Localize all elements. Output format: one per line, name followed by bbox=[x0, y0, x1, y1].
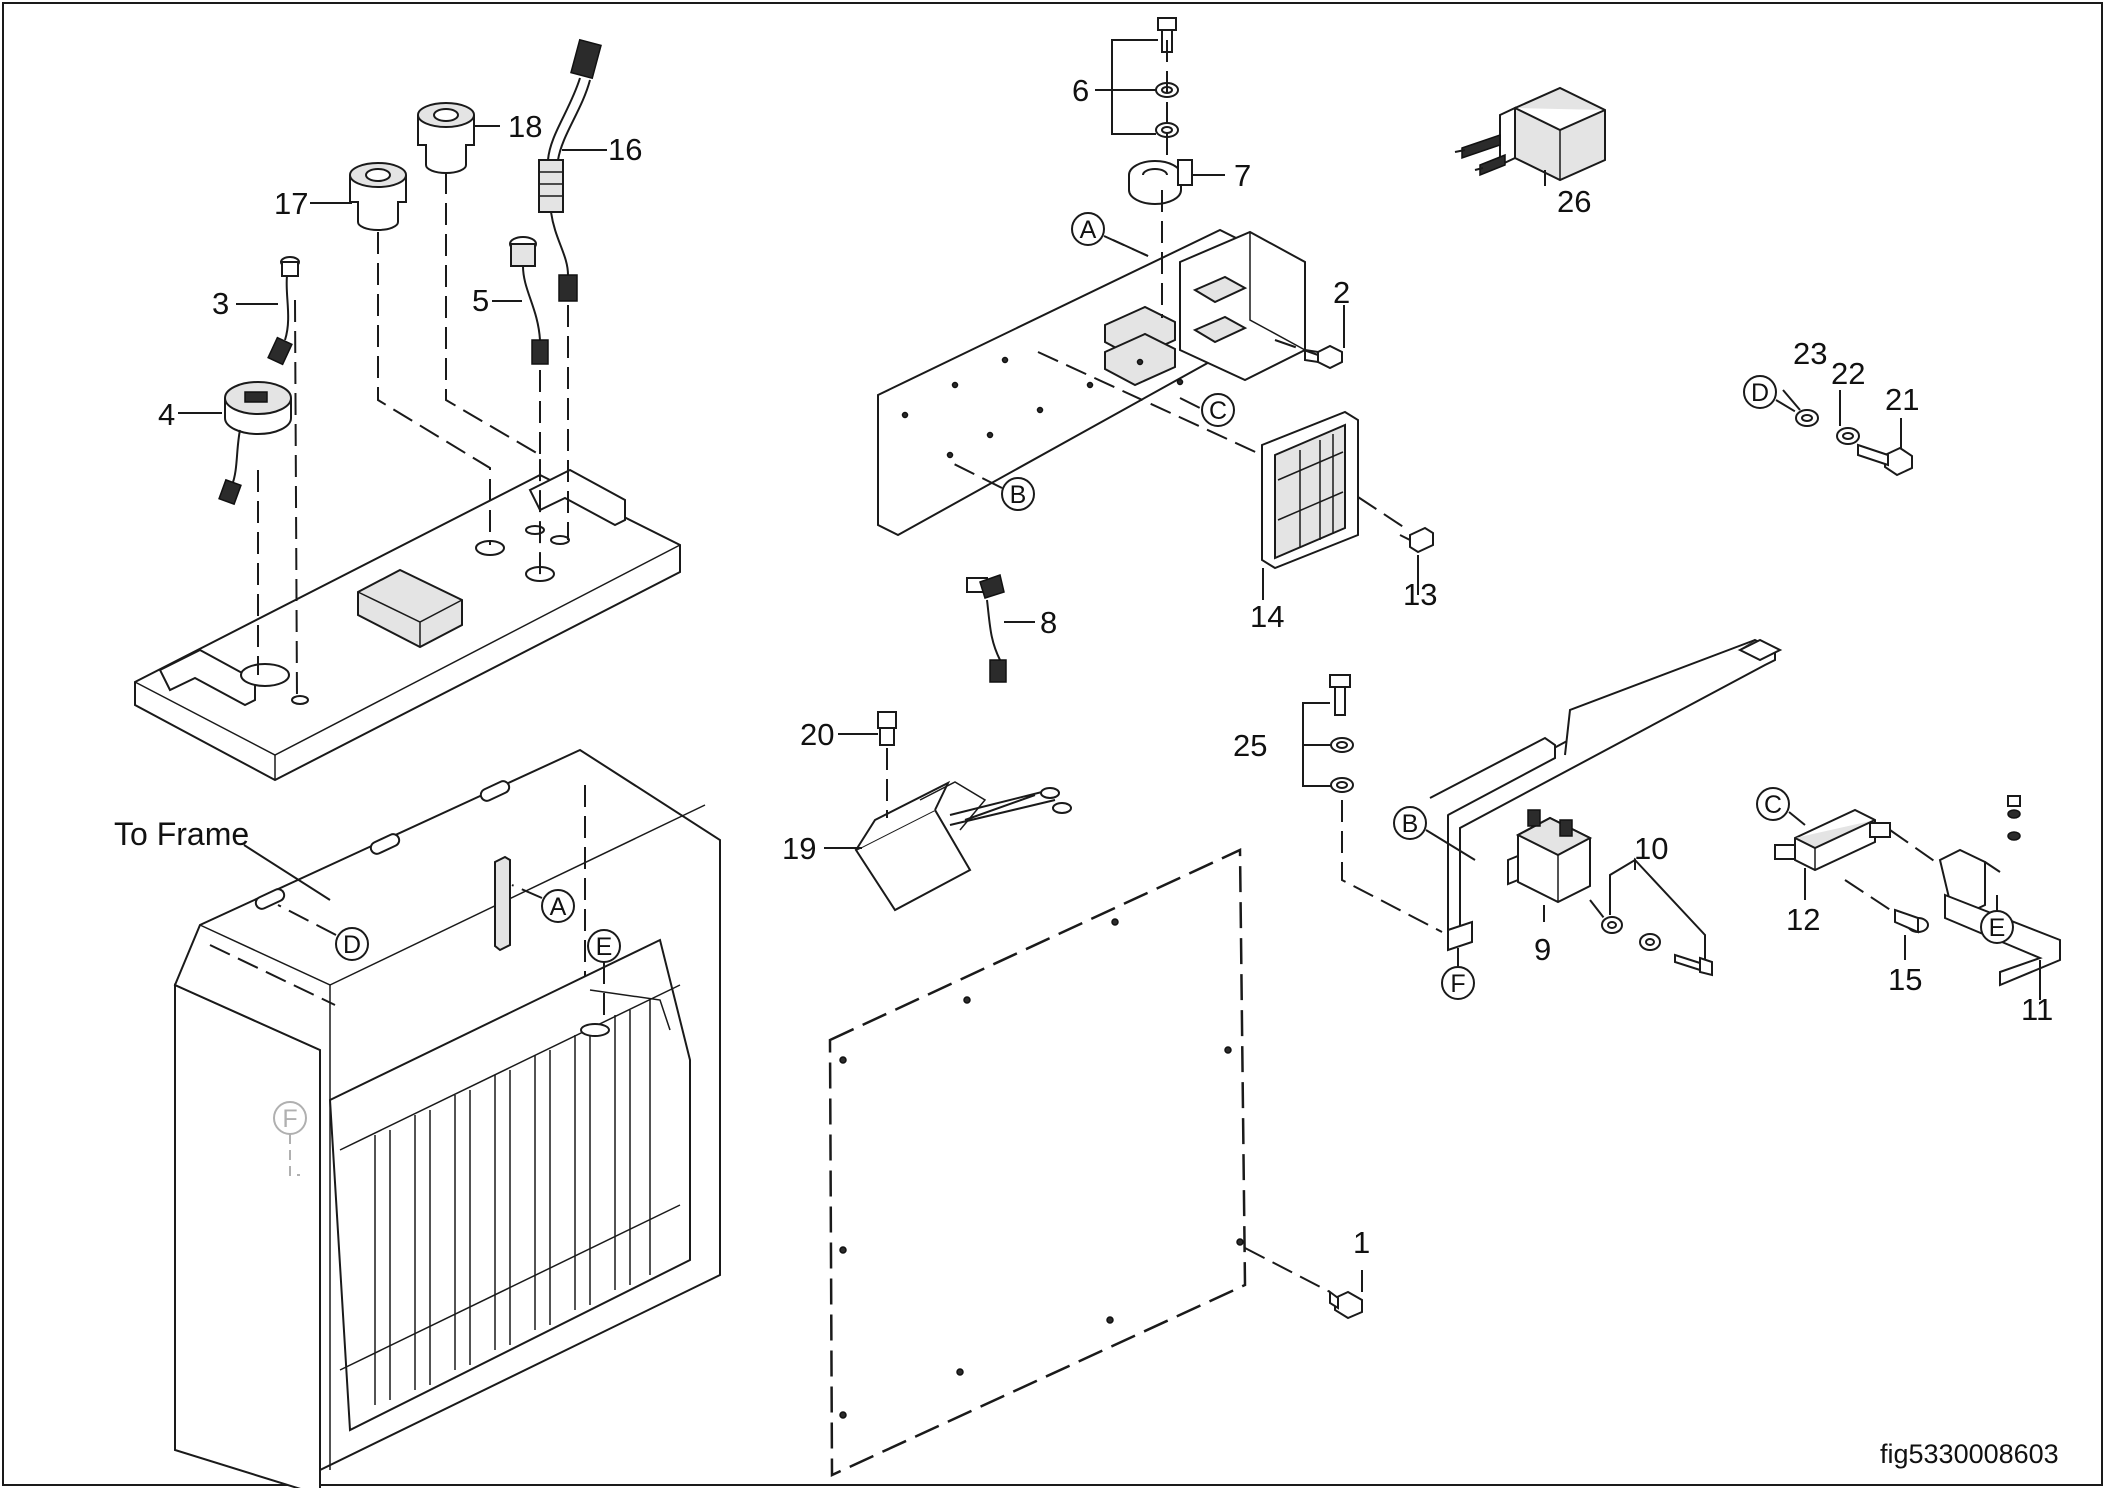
ref-letter-d-cabinet: D bbox=[277, 904, 369, 961]
part-14-controller bbox=[1261, 410, 1359, 570]
label-part-1: 1 bbox=[1353, 1225, 1370, 1260]
busbar-bracket bbox=[1429, 638, 1783, 952]
label-part-9: 9 bbox=[1534, 932, 1551, 967]
part-21-bolt bbox=[1857, 443, 1913, 477]
label-part-2: 2 bbox=[1333, 275, 1350, 310]
label-part-25: 25 bbox=[1233, 728, 1267, 763]
label-part-14: 14 bbox=[1250, 599, 1284, 634]
label-part-15: 15 bbox=[1888, 962, 1922, 997]
label-part-5: 5 bbox=[472, 283, 489, 318]
part-8-harness bbox=[966, 574, 1007, 683]
label-part-3: 3 bbox=[212, 286, 229, 321]
part-17-switch bbox=[349, 162, 407, 231]
svg-text:B: B bbox=[1010, 481, 1027, 509]
svg-text:E: E bbox=[596, 933, 613, 961]
exploded-lines-right bbox=[1844, 829, 1941, 914]
to-frame-callout: To Frame bbox=[114, 816, 249, 852]
label-part-26: 26 bbox=[1557, 184, 1591, 219]
ref-letter-a-cabinet: A bbox=[511, 884, 575, 923]
ref-letter-f-right: F bbox=[1441, 948, 1475, 1000]
svg-text:F: F bbox=[1450, 970, 1465, 998]
label-part-10: 10 bbox=[1634, 831, 1668, 866]
part-22-washer bbox=[1836, 427, 1860, 445]
label-part-19: 19 bbox=[782, 831, 816, 866]
part-13-bolt bbox=[1399, 526, 1434, 554]
part-19-connector bbox=[854, 748, 1072, 912]
ref-letter-c-right: C bbox=[1756, 787, 1806, 826]
svg-text:F: F bbox=[282, 1105, 297, 1133]
label-part-6: 6 bbox=[1072, 73, 1089, 108]
label-part-23: 23 bbox=[1793, 336, 1827, 371]
ref-letter-a-top: A bbox=[1071, 212, 1149, 257]
part-15-bolt bbox=[1894, 908, 1929, 934]
label-part-21: 21 bbox=[1885, 382, 1919, 417]
part-4-hour-meter bbox=[218, 381, 292, 506]
part-5-harness bbox=[509, 236, 549, 365]
label-part-13: 13 bbox=[1403, 577, 1437, 612]
ref-letter-f-cabinet: F bbox=[273, 1101, 307, 1176]
battery-cabinet bbox=[173, 748, 721, 1493]
label-part-16: 16 bbox=[608, 132, 642, 167]
part-10-bolt-washers bbox=[1589, 899, 1713, 977]
label-part-12: 12 bbox=[1786, 902, 1820, 937]
exploded-lines-left bbox=[257, 172, 569, 701]
part-26-contactor bbox=[1454, 86, 1606, 182]
part-12-fuse-holder bbox=[1774, 808, 1891, 872]
leader-lines bbox=[178, 39, 2041, 1292]
part-18-switch bbox=[417, 102, 475, 174]
top-cover-plate bbox=[134, 468, 681, 782]
label-part-22: 22 bbox=[1831, 356, 1865, 391]
ref-letter-d-right: D bbox=[1743, 375, 1797, 413]
ref-letter-c-top: C bbox=[1201, 393, 1235, 427]
ref-letter-e-cabinet: E bbox=[587, 929, 621, 1015]
part-11-bracket bbox=[1938, 795, 2061, 987]
label-part-8: 8 bbox=[1040, 605, 1057, 640]
part-25-bolt-washers bbox=[1329, 674, 1443, 933]
svg-text:D: D bbox=[1751, 379, 1769, 407]
label-part-17: 17 bbox=[274, 186, 308, 221]
part-3-harness bbox=[267, 256, 300, 366]
ref-letter-b-top: B bbox=[949, 461, 1035, 511]
svg-text:B: B bbox=[1402, 810, 1419, 838]
part-9-contactor bbox=[1507, 809, 1593, 904]
label-part-4: 4 bbox=[158, 397, 175, 432]
part-2-bolt bbox=[1304, 344, 1343, 370]
controller-mounting-plate bbox=[877, 228, 1306, 537]
svg-text:C: C bbox=[1209, 397, 1227, 425]
part-16-cable bbox=[538, 38, 602, 302]
ref-letter-b-right: B bbox=[1393, 806, 1476, 861]
label-part-11: 11 bbox=[2021, 992, 2053, 1027]
part-1-bolt bbox=[1329, 1290, 1363, 1320]
part-23-washer bbox=[1795, 409, 1819, 427]
svg-text:A: A bbox=[550, 893, 567, 921]
svg-text:C: C bbox=[1764, 791, 1782, 819]
label-part-18: 18 bbox=[508, 109, 542, 144]
figure-id: fig5330008603 bbox=[1880, 1439, 2059, 1469]
side-panel bbox=[828, 848, 1331, 1477]
part-7-clamp bbox=[1128, 159, 1193, 205]
ref-letter-e-right: E bbox=[1980, 895, 2014, 944]
svg-text:E: E bbox=[1989, 914, 2006, 942]
svg-text:A: A bbox=[1080, 216, 1097, 244]
label-part-7: 7 bbox=[1234, 158, 1251, 193]
label-part-20: 20 bbox=[800, 717, 834, 752]
part-20-bolt bbox=[877, 711, 897, 746]
svg-text:D: D bbox=[343, 931, 361, 959]
